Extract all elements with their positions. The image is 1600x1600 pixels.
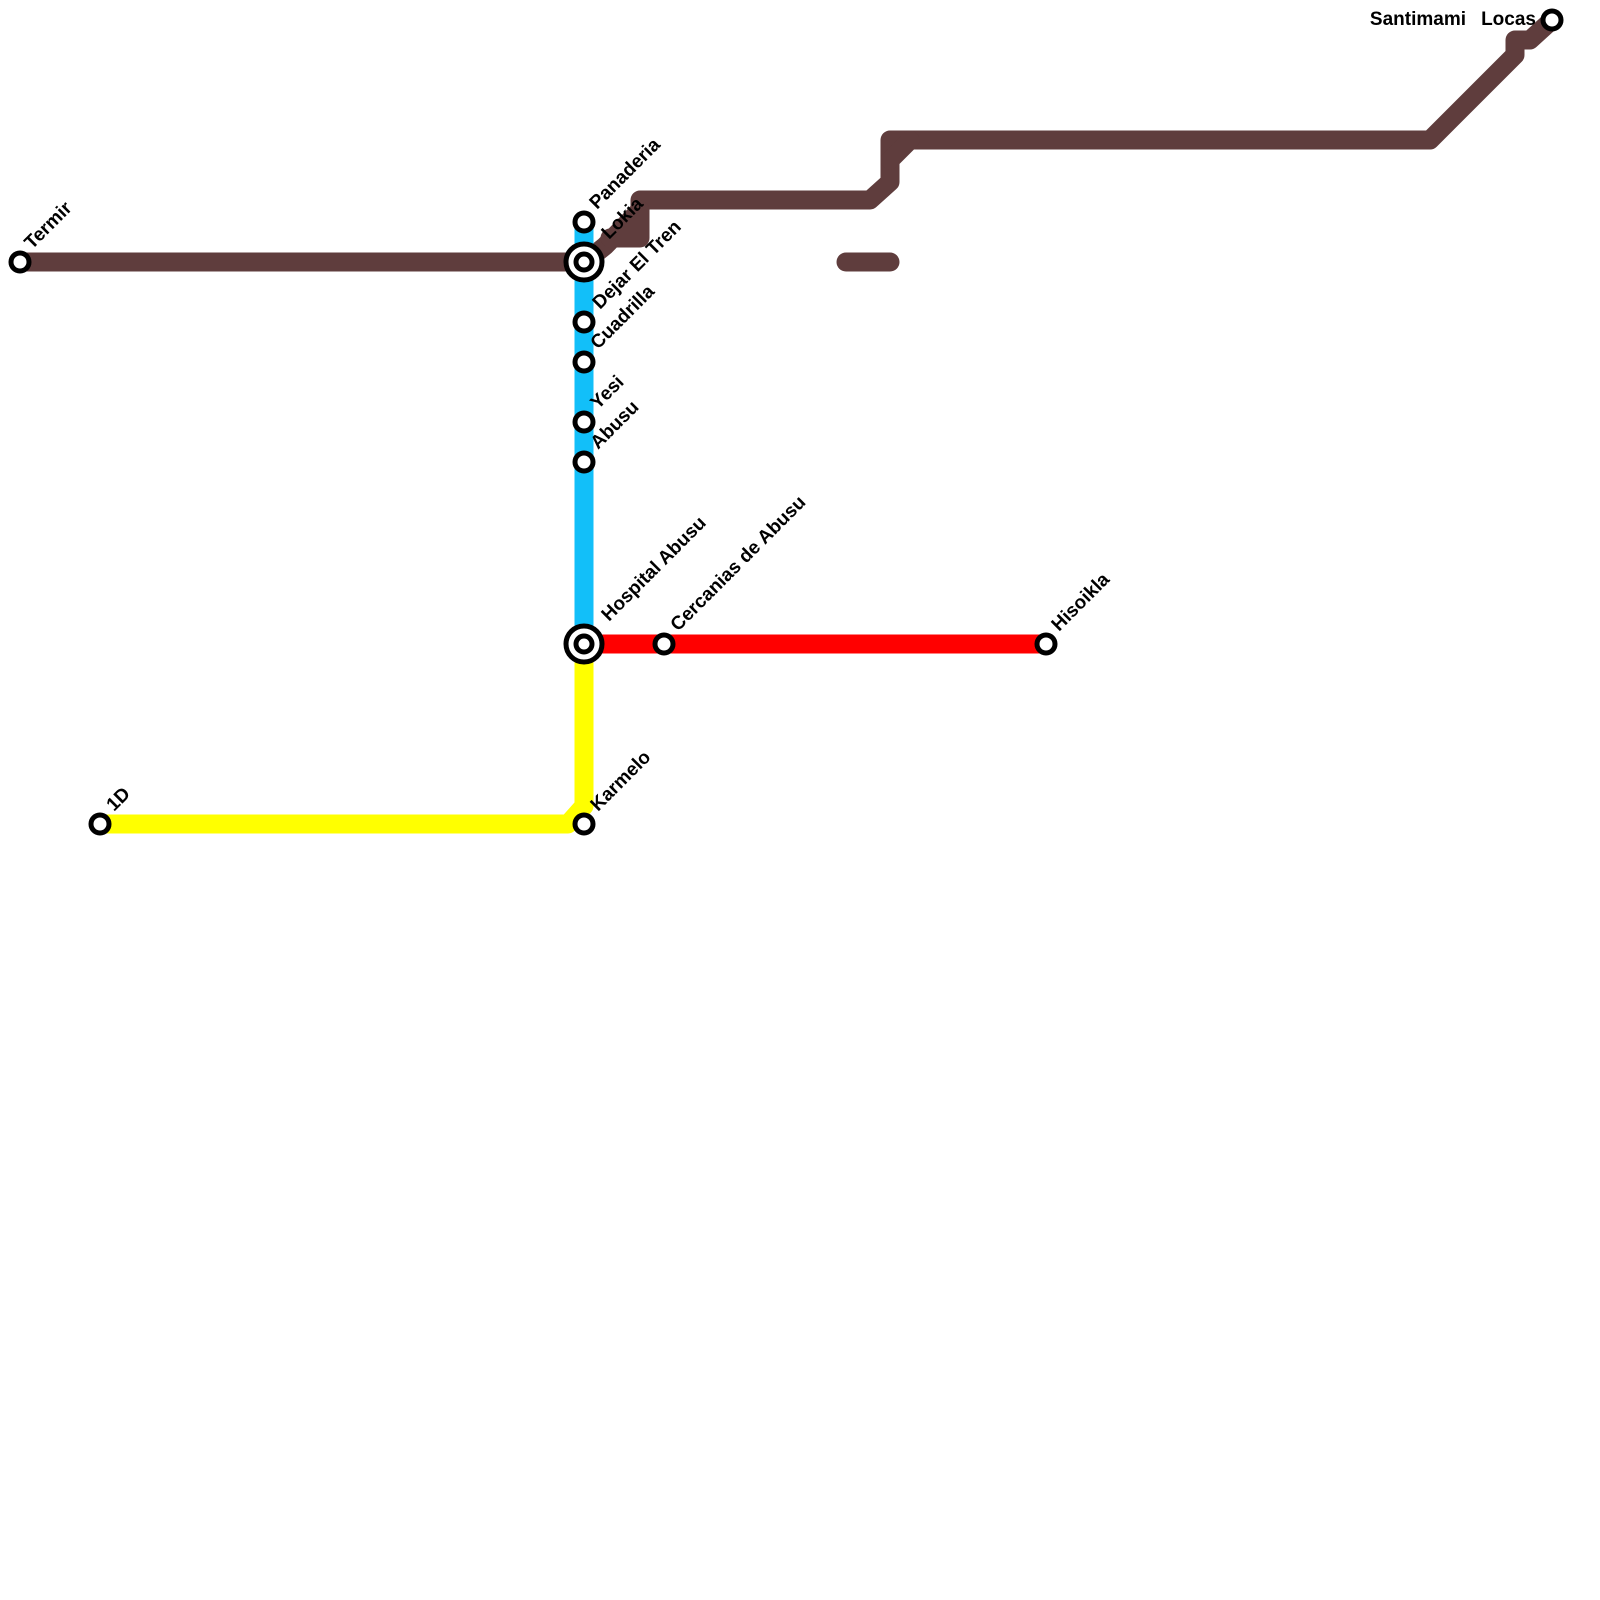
- station-marker[interactable]: [572, 350, 596, 374]
- yellow-line: [90, 634, 594, 834]
- brown-line-spur: [600, 200, 650, 248]
- station-label: 1D: [103, 784, 135, 816]
- station-marker[interactable]: [572, 450, 596, 474]
- station-label: Hisoikla: [1048, 569, 1115, 636]
- station-marker[interactable]: [572, 210, 596, 234]
- brown-line-segment-main: [10, 10, 1562, 272]
- station-label: Termir: [21, 197, 77, 253]
- station-marker[interactable]: [572, 410, 596, 434]
- brown-line-branch: [880, 130, 920, 170]
- station-marker[interactable]: [1034, 632, 1058, 656]
- station-label-secondary: Santimami: [1370, 9, 1466, 30]
- station-label: Locas: [1481, 9, 1536, 30]
- station-marker[interactable]: [652, 632, 676, 656]
- interchange-marker-inner: [573, 251, 595, 273]
- station-cuadrilla-stop[interactable]: [572, 350, 596, 374]
- brown-line: [10, 10, 1562, 272]
- station-marker[interactable]: [88, 812, 112, 836]
- station-marker[interactable]: [572, 310, 596, 334]
- station-label: Cercanias de Abusu: [667, 492, 811, 636]
- station-marker[interactable]: [1540, 8, 1564, 32]
- station-locas[interactable]: Locas Santimami: [1370, 8, 1564, 32]
- station-hisoikla[interactable]: Hisoikla: [1034, 569, 1115, 656]
- station-cercanias-de-abusu[interactable]: Cercanias de Abusu: [652, 492, 811, 656]
- station-label: Karmelo: [587, 747, 656, 816]
- interchange-marker-inner: [573, 633, 595, 655]
- station-marker[interactable]: [8, 250, 32, 274]
- station-marker[interactable]: [572, 812, 596, 836]
- yellow-line-segment: [90, 634, 594, 834]
